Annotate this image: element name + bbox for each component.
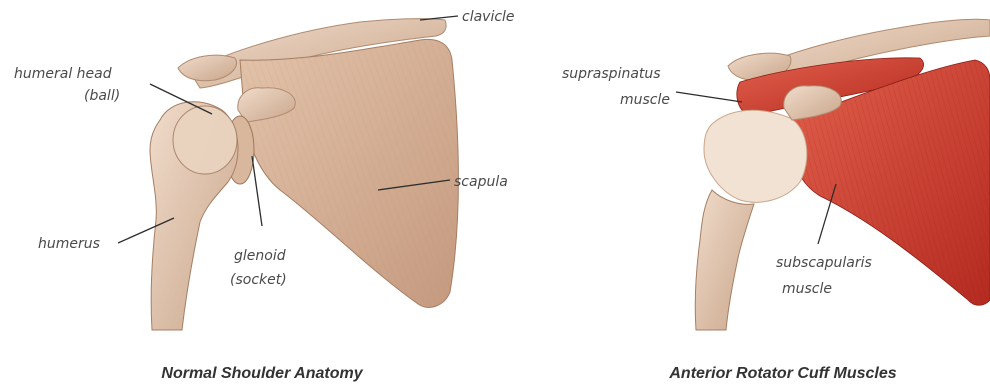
panel-rotator-cuff: supraspinatus muscle subscapularis muscl… <box>562 19 990 382</box>
label-subscapularis-1: subscapularis <box>776 255 872 271</box>
rotator-cuff-tendon <box>704 110 807 202</box>
label-scapula: scapula <box>454 174 508 190</box>
label-subscapularis-2: muscle <box>782 281 832 297</box>
label-humeral-head-2: (ball) <box>84 88 120 104</box>
caption-normal-anatomy: Normal Shoulder Anatomy <box>161 365 363 382</box>
label-glenoid-1: glenoid <box>234 248 286 264</box>
humeral-head <box>173 106 237 174</box>
label-glenoid-2: (socket) <box>230 272 287 288</box>
label-humerus: humerus <box>38 236 100 252</box>
humerus-bone-right <box>695 190 754 330</box>
leader-supraspinatus <box>676 92 742 102</box>
panel-normal-anatomy: clavicle humeral head (ball) scapula hum… <box>14 9 515 382</box>
label-supraspinatus-1: supraspinatus <box>562 66 661 82</box>
caption-rotator-cuff: Anterior Rotator Cuff Muscles <box>668 365 896 382</box>
label-supraspinatus-2: muscle <box>620 92 670 108</box>
label-clavicle: clavicle <box>462 9 515 25</box>
label-humeral-head-1: humeral head <box>14 66 112 82</box>
